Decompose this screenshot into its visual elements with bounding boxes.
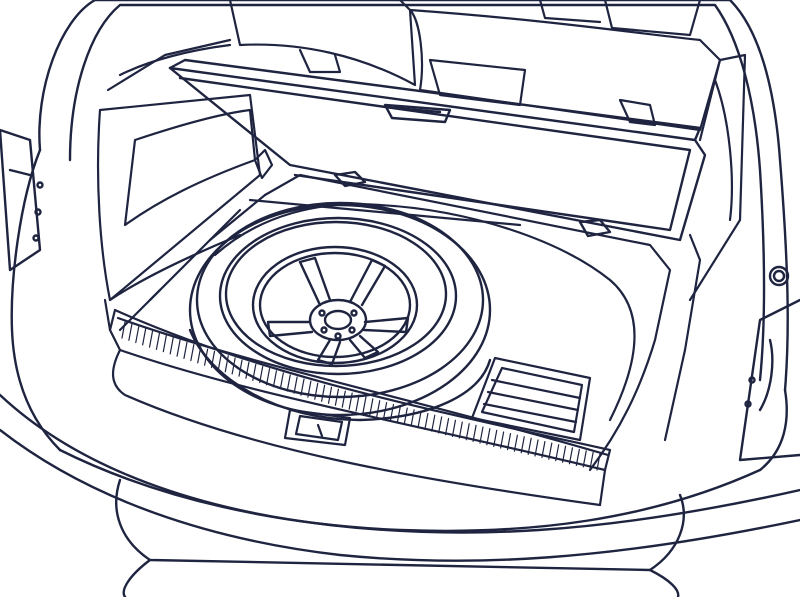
tailgate-opening-outer — [38, 0, 789, 392]
sill-rib — [238, 359, 243, 377]
sill-rib — [265, 368, 271, 386]
spare-tire-well — [118, 173, 672, 472]
sill-rib — [444, 418, 450, 436]
sill-rib — [142, 328, 147, 346]
sill-rib — [582, 450, 587, 468]
sill-rib — [128, 323, 133, 341]
sill-rib — [575, 448, 580, 466]
floor-board-panel[interactable] — [168, 66, 707, 242]
sill-rib — [541, 440, 546, 459]
sill-rib — [252, 363, 257, 382]
sill-rib — [555, 444, 560, 462]
well-outer-rim — [263, 173, 672, 472]
sill-rib — [472, 424, 477, 443]
sill-rib — [314, 382, 319, 400]
storage-tray[interactable] — [470, 356, 592, 442]
spare-tire[interactable] — [188, 201, 492, 422]
sill-rib — [438, 416, 443, 434]
sill-rib — [217, 352, 222, 371]
right-body-side — [758, 388, 788, 472]
sill-rib — [231, 357, 236, 375]
sill-rib — [458, 421, 463, 439]
wheel-hub — [308, 298, 368, 342]
sill-rib — [224, 355, 229, 373]
left-body-side — [10, 148, 62, 452]
sill-rib — [465, 423, 470, 441]
sill-rib — [396, 405, 401, 423]
sill-rib — [431, 414, 436, 432]
sill-rib — [121, 321, 126, 339]
sill-rib — [424, 412, 429, 431]
sill-rib — [389, 403, 395, 422]
sill-rib — [534, 439, 539, 457]
wheel-rim — [251, 245, 419, 365]
sill-rib — [479, 426, 484, 444]
sill-rib — [321, 384, 326, 402]
sill-rib — [589, 451, 594, 470]
sill-rib — [410, 409, 415, 427]
sill-rib — [300, 378, 305, 396]
sill-plate — [108, 308, 612, 472]
floor-board-handle[interactable] — [383, 103, 452, 124]
sill-rib — [382, 401, 388, 420]
sill-rib — [245, 361, 250, 379]
sill-rib — [451, 419, 457, 437]
sill-rib — [362, 396, 367, 414]
sill-rib — [293, 376, 298, 394]
sill-rib — [279, 372, 284, 390]
rear-seat-back-right — [408, 8, 722, 132]
sill-rib — [169, 337, 174, 355]
sill-rib — [513, 434, 518, 452]
sill-rib — [568, 447, 574, 465]
sill-rib — [486, 428, 491, 446]
sill-rib — [369, 398, 374, 416]
sill-rib — [307, 380, 312, 398]
sill-rib — [355, 394, 360, 412]
sill-rib — [327, 386, 333, 404]
well-inner-basin — [213, 202, 636, 422]
sill-rib — [210, 350, 216, 368]
sill-rib — [197, 346, 202, 364]
sill-rib — [259, 365, 264, 384]
sill-rib — [348, 392, 353, 410]
sill-rib — [493, 429, 498, 447]
trunk-sill — [103, 298, 612, 507]
sill-rib — [341, 390, 346, 408]
sill-rib — [155, 332, 161, 350]
trunk-latch[interactable] — [283, 408, 352, 447]
sill-rib — [527, 437, 532, 455]
sill-rib — [417, 411, 422, 429]
sill-rib — [520, 436, 525, 454]
sill-rib — [176, 339, 181, 357]
sill-rib — [148, 330, 154, 348]
tray-outline[interactable] — [470, 356, 592, 442]
sill-rib — [334, 388, 340, 406]
sill-ribbing — [121, 321, 601, 471]
sill-rib — [204, 348, 209, 366]
tire-outer-tread[interactable] — [188, 203, 492, 417]
sill-rib — [403, 407, 408, 425]
cargo-floor-board-open[interactable] — [168, 58, 707, 242]
sill-rib — [272, 370, 278, 388]
sill-rib — [548, 442, 553, 460]
sill-rib — [183, 341, 188, 360]
sill-rib — [135, 325, 140, 344]
sill-rib — [561, 445, 567, 463]
trunk-interior — [96, 0, 747, 442]
sill-rib — [506, 432, 512, 451]
sill-rib — [190, 344, 195, 362]
sill-rib — [596, 453, 601, 471]
sill-rib — [162, 335, 167, 353]
sill-rib — [286, 374, 291, 392]
sill-rib — [500, 431, 505, 449]
sill-rib — [376, 400, 381, 418]
